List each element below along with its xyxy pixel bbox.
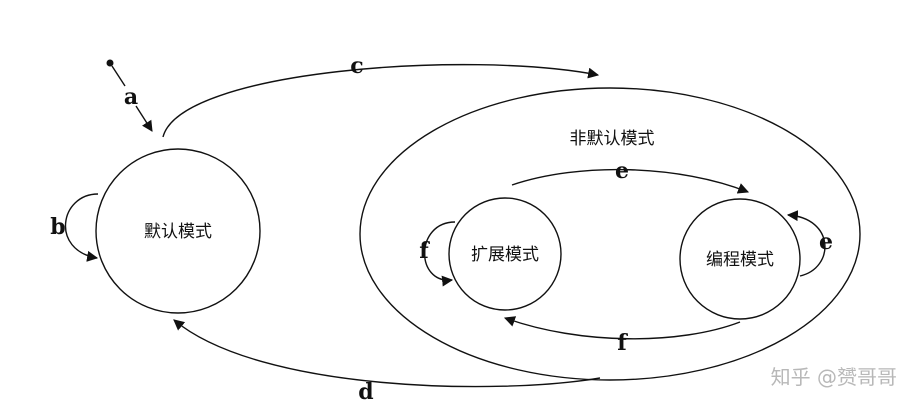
programming-mode-state	[679, 198, 801, 320]
transition-c-arrow	[162, 63, 600, 138]
initial-state-dot	[106, 59, 114, 67]
transition-e-label: e	[615, 158, 629, 184]
transition-b-arrow	[64, 193, 99, 262]
programming-mode-label: 编程模式	[706, 250, 774, 270]
transition-d-arrow	[173, 319, 601, 388]
transition-e-self-arrow	[786, 210, 826, 277]
extended-mode-label: 扩展模式	[471, 245, 539, 265]
transition-f-self-label: f	[419, 238, 430, 264]
transition-f-label: f	[617, 330, 628, 356]
transition-a-arrow-end	[135, 105, 153, 132]
transition-e-self-label: e	[819, 229, 833, 255]
watermark-text: 知乎 @赟哥哥	[771, 365, 897, 389]
default-mode-label: 默认模式	[144, 222, 212, 242]
transition-e-arrow	[511, 168, 750, 194]
non-default-group-label: 非默认模式	[570, 129, 655, 149]
transition-c-label: c	[350, 53, 363, 79]
transition-a-label: a	[124, 84, 138, 110]
non-default-group-ellipse	[359, 87, 861, 381]
transition-a-arrow	[111, 65, 126, 87]
transition-b-label: b	[50, 214, 65, 240]
transition-f-self-arrow	[423, 221, 456, 287]
transition-d-label: d	[358, 379, 373, 405]
transition-f-arrow	[503, 316, 741, 340]
default-mode-state	[95, 148, 261, 314]
extended-mode-state	[448, 197, 562, 311]
